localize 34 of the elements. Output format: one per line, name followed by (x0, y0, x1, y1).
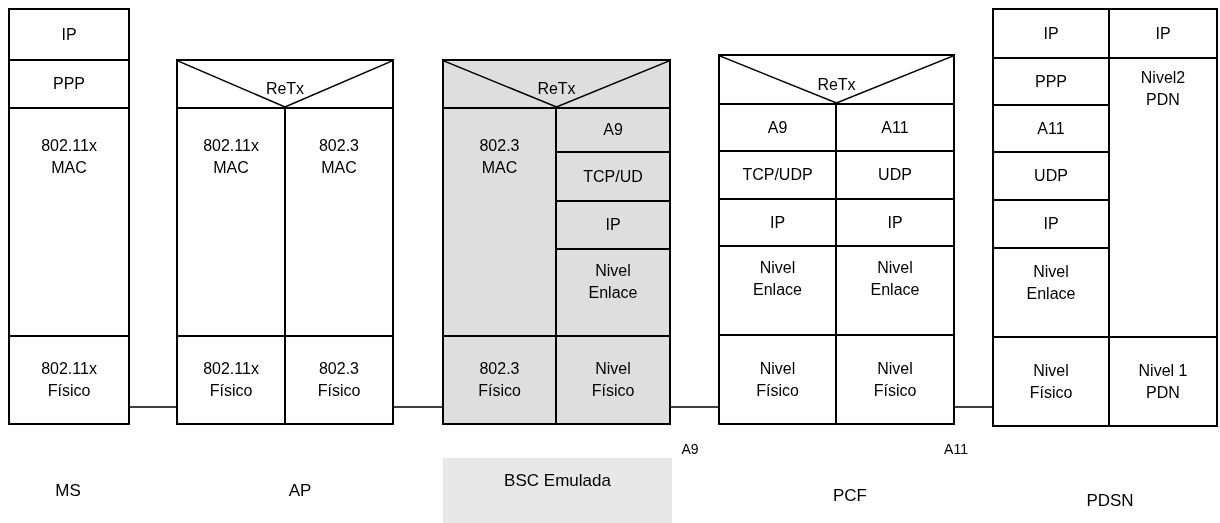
protocol-layer: 802.3 Físico (284, 335, 394, 425)
protocol-layer: Nivel 1 PDN (1108, 336, 1218, 427)
protocol-layer: IP (555, 200, 671, 250)
protocol-layer: A9 (555, 107, 671, 153)
label-box: BSC Emulada (443, 458, 672, 523)
protocol-layer: 802.11x Físico (8, 335, 130, 425)
protocol-layer: Nivel Enlace (555, 248, 671, 337)
protocol-layer: 802.11x Físico (176, 335, 286, 425)
protocol-stack (177, 60, 395, 426)
protocol-stack (9, 9, 131, 426)
interface-label: A9 (681, 440, 699, 459)
node-caption: AP (288, 480, 312, 502)
protocol-layer: Nivel Físico (718, 334, 837, 425)
protocol-layer: IP (1108, 8, 1218, 59)
node-caption: PCF (833, 485, 867, 507)
protocol-stack (443, 60, 672, 426)
protocol-layer: IP (8, 8, 130, 61)
protocol-stack (719, 55, 956, 426)
protocol-stack (993, 9, 1219, 428)
interface-label: A11 (944, 440, 968, 459)
node-caption: PDSN (1086, 490, 1134, 512)
protocol-layer: IP (992, 8, 1110, 59)
protocol-layer: 802.3 MAC (442, 107, 557, 337)
protocol-layer: Nivel Físico (835, 334, 955, 425)
protocol-layer: 802.3 Físico (442, 335, 557, 425)
protocol-layer: ReTx (718, 54, 955, 105)
protocol-layer: TCP/UD (555, 151, 671, 202)
protocol-layer: ReTx (176, 59, 394, 109)
protocol-layer: PPP (8, 59, 130, 109)
protocol-layer: Nivel Físico (555, 335, 671, 425)
node-caption: MS (55, 480, 81, 502)
protocol-layer: ReTx (442, 59, 671, 109)
protocol-layer: Nivel Físico (992, 336, 1110, 427)
protocol-layer: 802.11x MAC (8, 107, 130, 337)
